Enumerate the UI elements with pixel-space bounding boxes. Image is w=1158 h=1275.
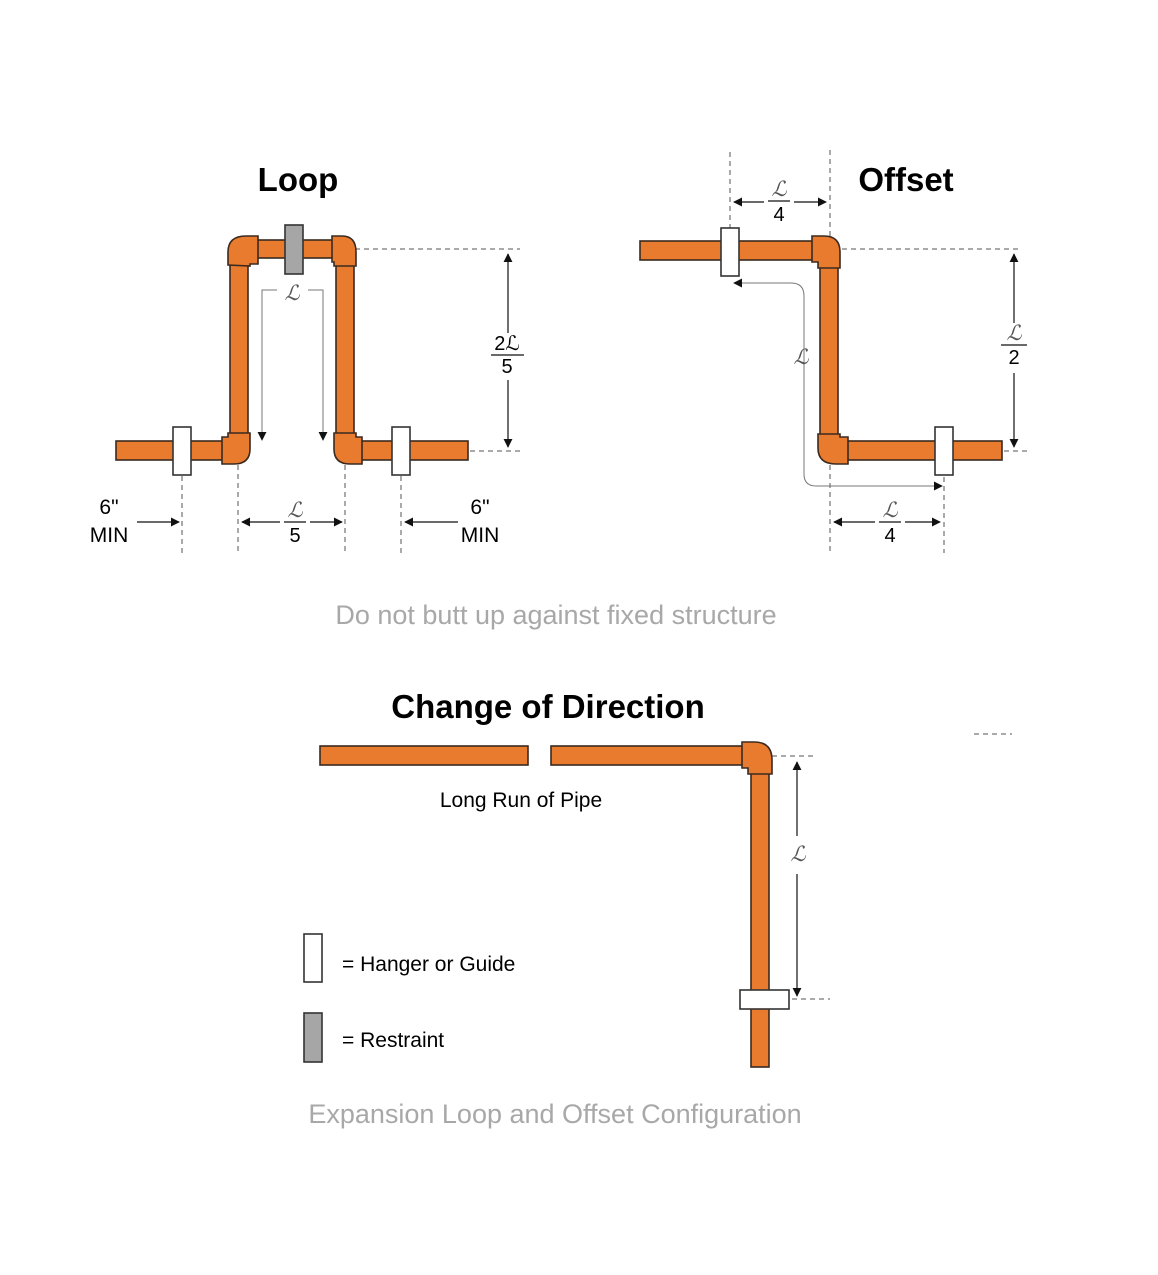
loop-right-six-inch: 6"	[470, 496, 489, 519]
offset-top-hanger	[720, 227, 740, 277]
offset-height-denominator: 2	[1008, 347, 1019, 369]
change-vertical-pipe	[750, 771, 770, 1068]
loop-top-right-elbow	[331, 235, 357, 267]
loop-width-numerator: ℒ	[287, 498, 303, 522]
loop-right-min: MIN	[461, 524, 500, 547]
loop-right-leg-pipe	[335, 259, 355, 446]
loop-length-symbol: ℒ	[284, 281, 300, 305]
loop-bottom-left-elbow	[221, 432, 251, 465]
offset-bottom-run-pipe	[843, 440, 1003, 461]
loop-bottom-right-elbow	[333, 432, 363, 465]
loop-height-denominator: 5	[501, 356, 512, 378]
offset-vertical-pipe	[819, 261, 839, 443]
offset-length-path-arrow	[733, 278, 938, 487]
change-length-symbol: ℒ	[790, 842, 806, 866]
offset-diagram: Offset ℒ ℒ 4 ℒ 2 ℒ	[639, 150, 1030, 553]
legend-hanger-label: = Hanger or Guide	[342, 953, 515, 976]
caption-expansion-loop: Expansion Loop and Offset Configuration	[308, 1099, 801, 1129]
long-run-label: Long Run of Pipe	[440, 789, 602, 812]
loop-left-six-inch: 6"	[99, 496, 118, 519]
offset-top-elbow	[811, 235, 841, 269]
offset-title: Offset	[858, 161, 953, 198]
loop-diagram: Loop ℒ 2ℒ 5 ℒ	[90, 161, 524, 553]
loop-right-run-pipe	[357, 440, 469, 461]
change-hanger	[739, 989, 790, 1010]
offset-bottom-hanger	[934, 426, 954, 476]
loop-height-numerator: 2ℒ	[494, 333, 520, 355]
loop-left-leg-pipe	[229, 259, 249, 446]
offset-top-numerator: ℒ	[771, 177, 787, 201]
loop-title: Loop	[258, 161, 339, 198]
offset-bottom-elbow	[817, 433, 849, 465]
loop-restraint	[284, 224, 304, 275]
change-long-run-pipe-left	[319, 745, 529, 766]
legend-hanger-swatch	[303, 933, 323, 983]
legend-restraint-label: = Restraint	[342, 1029, 444, 1052]
change-long-run-pipe-right	[550, 745, 745, 766]
change-elbow	[741, 741, 773, 775]
legend: = Hanger or Guide = Restraint	[303, 933, 515, 1063]
loop-inner-left-arrow	[257, 289, 277, 441]
loop-top-left-elbow	[227, 235, 259, 267]
offset-top-denominator: 4	[773, 204, 784, 226]
caption-fixed-structure: Do not butt up against fixed structure	[335, 600, 776, 630]
loop-right-hanger	[391, 426, 411, 476]
offset-height-numerator: ℒ	[1006, 321, 1022, 345]
offset-bottom-denominator: 4	[884, 525, 895, 547]
change-of-direction-title: Change of Direction	[391, 688, 705, 725]
offset-bottom-numerator: ℒ	[882, 498, 898, 522]
loop-width-denominator: 5	[289, 525, 300, 547]
loop-inner-right-arrow	[308, 289, 328, 441]
loop-left-hanger	[172, 426, 192, 476]
legend-restraint-swatch	[303, 1012, 323, 1063]
change-of-direction-diagram: Change of Direction ℒ Long Run of Pipe	[319, 688, 1012, 1068]
loop-left-min: MIN	[90, 524, 129, 547]
offset-length-symbol: ℒ	[793, 345, 809, 369]
